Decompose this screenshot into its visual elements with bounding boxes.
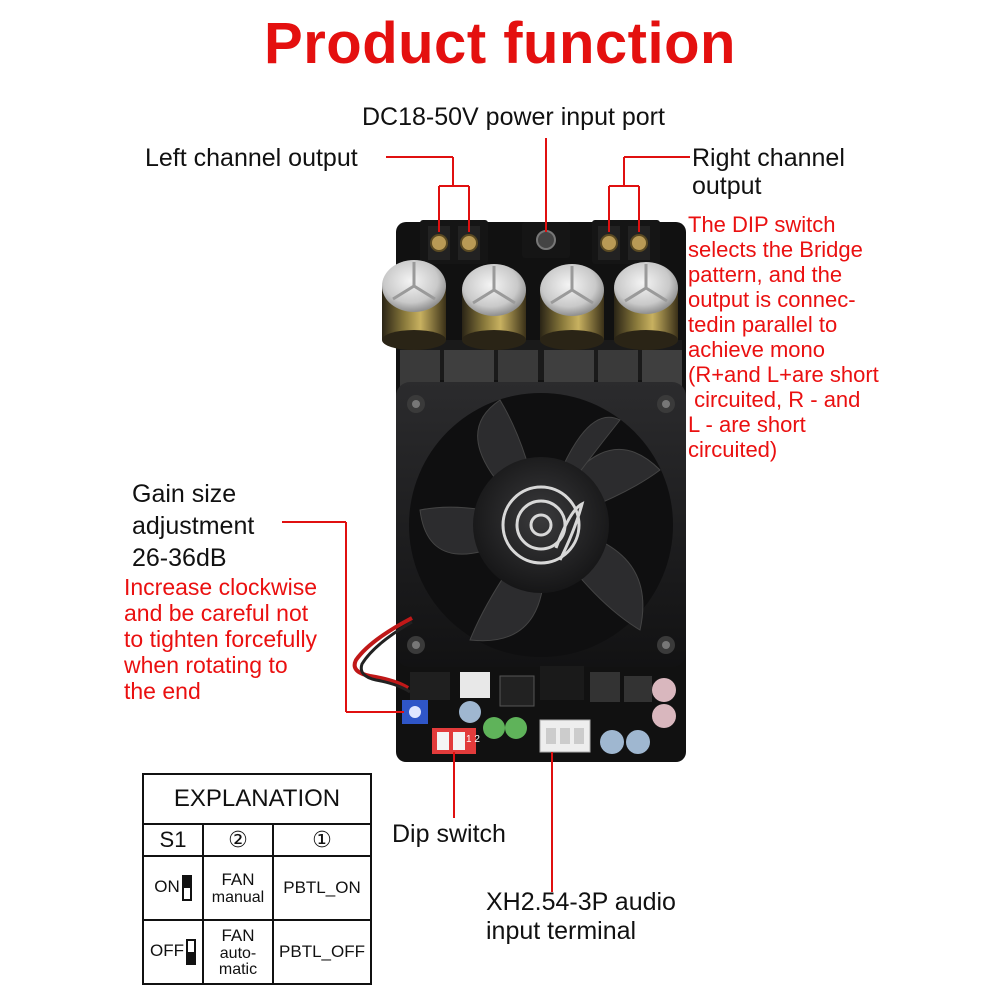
fan-mode: manual: [211, 889, 265, 906]
fan-label: FAN: [221, 870, 255, 889]
page-title: Product function: [264, 11, 736, 76]
bridge-note-line: achieve mono: [688, 337, 825, 362]
explanation-title: EXPLANATION: [142, 773, 372, 825]
fan-mode: auto-: [219, 945, 257, 962]
switch-state-off: OFF: [142, 919, 204, 985]
bridge-note-line: selects the Bridge: [688, 237, 863, 262]
xh-terminal-label-line: XH2.54-3P audio: [486, 888, 676, 916]
bridge-note-line: (R+and L+are short: [688, 362, 879, 387]
gain-label-line: adjustment: [132, 512, 255, 540]
state-label: OFF: [150, 941, 184, 961]
fan-mode: matic: [218, 961, 258, 978]
fan-mode-cell: FAN manual: [202, 855, 274, 921]
bridge-note-line: circuited, R - and: [688, 387, 861, 412]
dip-digits: 1 2: [466, 734, 480, 745]
gain-note-line: to tighten forcefully: [124, 626, 318, 652]
left-output-terminal: [420, 220, 488, 264]
gain-potentiometer: [402, 700, 428, 724]
bridge-note-line: pattern, and the: [688, 262, 843, 287]
pbtl-mode: PBTL_ON: [272, 855, 372, 921]
bridge-note-line: The DIP switch: [688, 212, 836, 237]
gain-note-line: Increase clockwise: [124, 574, 318, 600]
bridge-note-line: output is connec-: [688, 287, 856, 312]
header-pbtl: ①: [272, 823, 372, 857]
pbtl-mode: PBTL_OFF: [272, 919, 372, 985]
state-label: ON: [154, 877, 180, 897]
gain-label: Gain size adjustment 26-36dB: [132, 478, 254, 574]
switch-off-icon: [186, 939, 196, 965]
fan-label: FAN: [221, 926, 255, 945]
fan-mode-cell: FAN auto- matic: [202, 919, 274, 985]
header-s1: S1: [142, 823, 204, 857]
xh-terminal-label-line: input terminal: [486, 917, 637, 945]
switch-state-on: ON: [142, 855, 204, 921]
bridge-note-line: tedin parallel to: [688, 312, 838, 337]
gain-note-line: when rotating to: [124, 652, 288, 678]
fan-wire: [352, 616, 413, 690]
gain-note-line: and be careful not: [124, 600, 309, 626]
gain-label-line: Gain size: [132, 480, 237, 508]
capacitor-4: [614, 262, 678, 350]
capacitor-3: [540, 264, 604, 350]
right-output-terminal: [592, 220, 660, 264]
capacitor-2: [462, 264, 526, 350]
gain-note: Increase clockwise and be careful not to…: [124, 574, 317, 704]
right-output-label-line1: Right channel: [692, 144, 845, 172]
gain-note-line: the end: [124, 678, 201, 704]
leader-lines: [282, 138, 690, 892]
dip-switch: 1 2: [432, 728, 480, 754]
power-input-label: DC18-50V power input port: [362, 103, 665, 131]
explanation-table: EXPLANATION S1 ② ① ON FAN manual PBTL_ON…: [142, 773, 372, 985]
right-output-label-line2: output: [692, 172, 762, 200]
header-fan: ②: [202, 823, 274, 857]
bridge-note-line: L - are short: [688, 412, 806, 437]
xh-terminal-label: XH2.54-3P audio input terminal: [486, 888, 676, 946]
inductor-row: [400, 350, 682, 388]
bridge-note-line: circuited): [688, 437, 778, 462]
lower-components: [410, 666, 676, 754]
dip-switch-label: Dip switch: [392, 820, 506, 848]
capacitor-1: [382, 260, 446, 350]
bridge-note: The DIP switch selects the Bridge patter…: [688, 212, 879, 462]
left-output-label: Left channel output: [145, 144, 358, 172]
switch-on-icon: [181, 875, 192, 901]
cooling-fan: [396, 382, 686, 667]
gain-label-line: 26-36dB: [132, 544, 227, 572]
